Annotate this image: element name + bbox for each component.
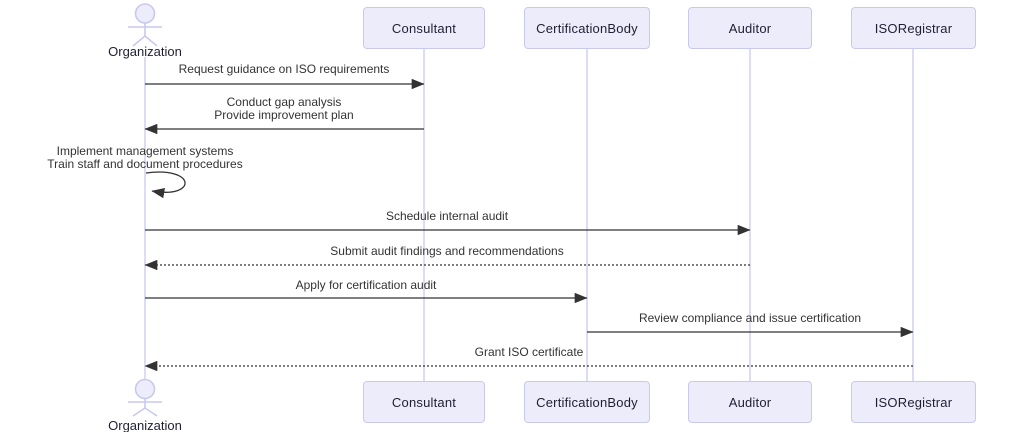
participant-box-certification-body-top: CertificationBody	[524, 7, 650, 49]
participant-label: Auditor	[728, 394, 772, 410]
message-line: Apply for certification audit	[295, 278, 437, 292]
self-loop-organization	[145, 171, 186, 199]
actor-leg-left	[132, 35, 146, 47]
message-line: Conduct gap analysis	[226, 95, 342, 109]
actor-leg-left	[132, 407, 146, 417]
message-label-request-guidance: Request guidance on ISO requirements	[179, 63, 390, 76]
actor-label-organization-top: Organization	[108, 44, 182, 59]
participant-box-iso-registrar-top: ISORegistrar	[851, 7, 976, 49]
participant-label: CertificationBody	[536, 20, 638, 36]
participant-label: Consultant	[391, 20, 457, 36]
actor-label-organization-bottom: Organization	[108, 418, 182, 432]
message-line: Provide improvement plan	[214, 108, 354, 122]
message-line: Train staff and document procedures	[47, 157, 243, 171]
participant-box-iso-registrar-bottom: ISORegistrar	[851, 381, 976, 423]
message-line: Review compliance and issue certificatio…	[638, 311, 862, 325]
participant-box-auditor-top: Auditor	[688, 7, 812, 49]
message-label-gap-analysis: Conduct gap analysis Provide improvement…	[214, 96, 353, 122]
participant-label: ISORegistrar	[874, 20, 953, 36]
message-label-submit-findings: Submit audit findings and recommendation…	[330, 245, 563, 258]
participant-label: Consultant	[391, 394, 457, 410]
message-line: Grant ISO certificate	[474, 345, 584, 359]
participant-label: ISORegistrar	[874, 394, 953, 410]
actor-figure-organization-top	[128, 3, 162, 47]
participant-box-consultant-bottom: Consultant	[363, 381, 485, 423]
message-label-review-compliance: Review compliance and issue certificatio…	[639, 312, 861, 325]
message-label-implement-systems: Implement management systems Train staff…	[47, 145, 242, 171]
actor-leg-right	[144, 35, 158, 47]
participant-label: Auditor	[728, 20, 772, 36]
actor-head	[134, 3, 156, 24]
participant-box-auditor-bottom: Auditor	[688, 381, 812, 423]
message-label-schedule-audit: Schedule internal audit	[386, 210, 508, 223]
message-label-grant-certificate: Grant ISO certificate	[475, 346, 584, 359]
actor-figure-organization-bottom	[128, 378, 162, 417]
participant-box-certification-body-bottom: CertificationBody	[524, 381, 650, 423]
actor-leg-right	[144, 407, 158, 417]
participant-label: CertificationBody	[536, 394, 638, 410]
participant-box-consultant-top: Consultant	[363, 7, 485, 49]
message-line: Submit audit findings and recommendation…	[330, 244, 564, 258]
message-label-apply-certification: Apply for certification audit	[296, 279, 437, 292]
actor-head	[134, 378, 156, 400]
message-line: Implement management systems	[56, 144, 234, 158]
message-line: Request guidance on ISO requirements	[178, 62, 390, 76]
message-line: Schedule internal audit	[385, 209, 509, 223]
